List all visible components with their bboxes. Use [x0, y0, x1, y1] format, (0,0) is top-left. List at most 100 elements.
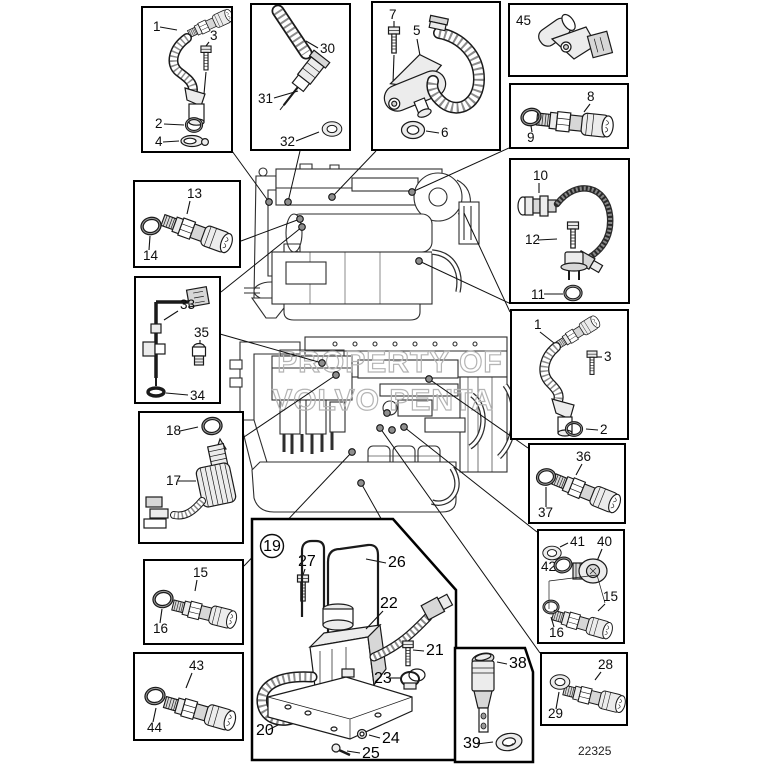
box-d-art: 45 [516, 13, 614, 60]
callout-box-expansion-tank-assembly: 19 27 26 21 23 2 [250, 517, 458, 762]
sensor-illustration [549, 469, 624, 516]
part-number: 2 [155, 116, 163, 131]
part-number: 42 [541, 559, 556, 574]
seal-ring-illustration [495, 732, 523, 752]
part-number: 3 [604, 349, 612, 364]
callout-box-temp-sensor-hose-right: 1 3 2 [510, 309, 629, 440]
o-ring-illustration [142, 685, 168, 707]
part-number: 14 [143, 248, 159, 263]
part-number: 33 [180, 297, 195, 312]
sensor-illustration [554, 313, 603, 352]
connector-clip-illustration [143, 496, 169, 529]
part-number: 6 [441, 125, 449, 140]
callout-box-connection-housing: 7 5 6 [371, 1, 501, 151]
sensor-illustration [158, 209, 236, 256]
part-number: 15 [603, 589, 618, 604]
engine-side-view-upper [244, 163, 480, 321]
part-number: 20 [256, 722, 274, 739]
o-ring-illustration [542, 599, 560, 615]
part-number: 16 [153, 621, 168, 636]
part-number: 15 [193, 565, 208, 580]
o-ring-illustration [150, 588, 176, 610]
callout-box-injector-sensor: 38 39 [453, 646, 535, 764]
part-number: 44 [147, 720, 163, 735]
bolt-illustration [387, 26, 401, 54]
box-n-art: 15 16 [150, 565, 239, 636]
part-number: 21 [426, 642, 444, 659]
part-number: 43 [189, 658, 204, 673]
watermark-line1: PROPERTY OF [277, 346, 502, 379]
box-b-art: 30 31 32 [258, 5, 343, 149]
callout-box-temp-sensor-hose-top: 1 3 2 4 [141, 6, 233, 153]
box-j-art: 28 29 [548, 657, 626, 721]
callout-box-oil-pressure-sensor: 8 9 [509, 83, 629, 149]
part-number: 26 [388, 554, 406, 571]
bolt-illustration [200, 45, 212, 71]
callout-box-plug-sensor-kit: 41 40 42 15 16 [537, 529, 625, 644]
screw-illustration [331, 743, 351, 757]
grouping-bracket [548, 574, 606, 609]
part-number: 27 [298, 553, 316, 570]
drawing-number: 22325 [578, 744, 612, 758]
part-number: 8 [587, 89, 595, 104]
part-number: 34 [190, 388, 206, 402]
part-number: 38 [509, 655, 527, 672]
o-ring-illustration [138, 214, 164, 238]
gasket-illustration [180, 134, 209, 148]
hose-connector [420, 593, 454, 621]
part-number: 45 [516, 13, 531, 28]
part-number: 29 [548, 706, 563, 721]
pipe-illustration [142, 286, 210, 398]
part-number: 7 [389, 7, 397, 22]
part-number: 30 [320, 41, 335, 56]
washer-illustration [321, 121, 343, 137]
bolt-illustration [566, 221, 580, 249]
part-number: 25 [362, 745, 380, 762]
callout-box-crankcase-sensor: 18 17 [138, 411, 244, 544]
part-number: 5 [413, 23, 421, 38]
callout-box-temp-sensor-13: 13 14 [133, 180, 241, 268]
box-k-art: 13 14 [138, 186, 236, 263]
o-ring-illustration [563, 284, 583, 302]
washer-illustration [400, 120, 426, 140]
clamp-illustration [400, 668, 426, 690]
sensor-illustration [161, 691, 239, 733]
part-number: 18 [166, 423, 181, 438]
part-number: 11 [531, 287, 545, 302]
sensor-connector [586, 30, 614, 59]
callout-box-position-sensor: 45 [508, 3, 628, 77]
part-number: 36 [576, 449, 591, 464]
sealing-ring-illustration [549, 674, 571, 690]
washer-illustration [542, 545, 562, 561]
watermark-line2: VOLVO PENTA [272, 384, 494, 417]
svg-text:19: 19 [263, 538, 281, 555]
watermark: PROPERTY OF VOLVO PENTA [272, 345, 503, 417]
part-number: 10 [533, 168, 548, 183]
part-number: 12 [525, 232, 540, 247]
part-number: 35 [194, 325, 209, 340]
part-number: 2 [600, 422, 608, 437]
sensor-illustration [170, 595, 239, 631]
mounting-point-dots [265, 188, 433, 487]
part-number: 16 [549, 625, 564, 640]
part-number: 31 [258, 91, 273, 106]
housing-illustration [383, 53, 447, 118]
part-number: 1 [534, 317, 542, 332]
box-c-art: 7 5 6 [383, 7, 486, 140]
part-number: 40 [597, 534, 612, 549]
part-number: 41 [570, 534, 585, 549]
part-number: 22 [380, 595, 398, 612]
sensor-illustration [185, 8, 231, 41]
box-m-art: 18 17 [143, 415, 237, 529]
sensor-body-illustration [195, 437, 237, 508]
box-h-art: 36 37 [534, 449, 624, 520]
bolt-illustration [586, 350, 598, 375]
engine-side-view-lower [229, 336, 517, 513]
sensor-illustration [561, 680, 626, 715]
callout-box-oil-level-pipe: 33 35 34 [134, 276, 221, 404]
callout-box-exhaust-temp-sensor: 30 31 32 [250, 3, 351, 151]
part-number: 9 [527, 130, 535, 145]
callout-box-pressure-sensor-43: 43 44 [133, 652, 244, 741]
